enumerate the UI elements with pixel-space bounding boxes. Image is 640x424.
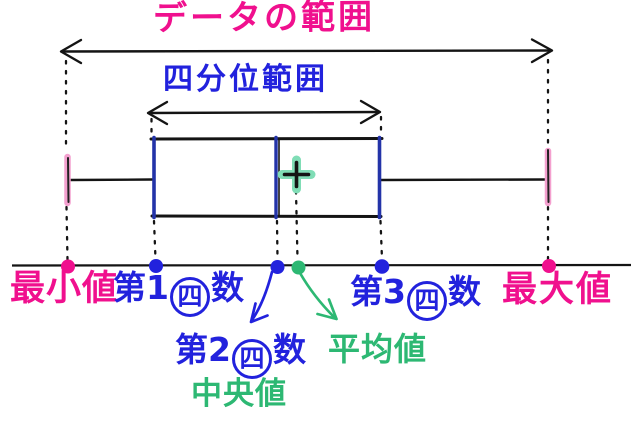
dashed-guides [64, 58, 550, 262]
median-annotation-arrow [249, 270, 274, 324]
q1-prefix: 第1 [113, 268, 169, 307]
right-whisker [379, 178, 548, 182]
median-label: 中央値 [191, 376, 287, 412]
mean-dot [291, 260, 306, 275]
arrowhead-icon [249, 302, 269, 324]
boxplot-box [64, 135, 552, 220]
arrowhead-right-icon [530, 38, 554, 64]
arrowhead-right-icon [359, 99, 382, 125]
number-line [11, 259, 632, 275]
median-dot [270, 260, 285, 274]
circled-four-icon: 四 [169, 276, 210, 317]
q1-suffix: 数 [210, 268, 244, 307]
q1-dot [149, 259, 163, 273]
q3-suffix: 数 [447, 272, 481, 311]
arrowhead-left-icon [59, 38, 83, 65]
circled-four-icon: 四 [231, 338, 272, 379]
box-bottom [150, 214, 383, 218]
left-whisker [68, 178, 154, 182]
circled-four-icon: 四 [406, 280, 447, 321]
min-dot [61, 259, 75, 274]
iqr-arrow [146, 99, 382, 126]
data-range-title: データの範囲 [152, 0, 376, 39]
q2-prefix: 第2 [175, 330, 231, 369]
max-dot [542, 259, 556, 273]
mean-label: 平均値 [328, 330, 428, 368]
mean-plus-icon [277, 155, 316, 194]
box-top [149, 137, 384, 141]
q3-dot [374, 259, 390, 274]
data-range-arrow [59, 38, 554, 65]
q3-prefix: 第3 [350, 272, 406, 311]
annotation-arrows [249, 270, 338, 324]
q2-suffix: 数 [272, 330, 306, 369]
min-label: 最小値 [10, 269, 119, 309]
iqr-title: 四分位範囲 [163, 62, 328, 97]
mean-annotation-arrow [298, 271, 338, 321]
arrowhead-icon [316, 298, 338, 321]
arrowhead-left-icon [146, 100, 169, 126]
max-label: 最大値 [502, 270, 614, 310]
